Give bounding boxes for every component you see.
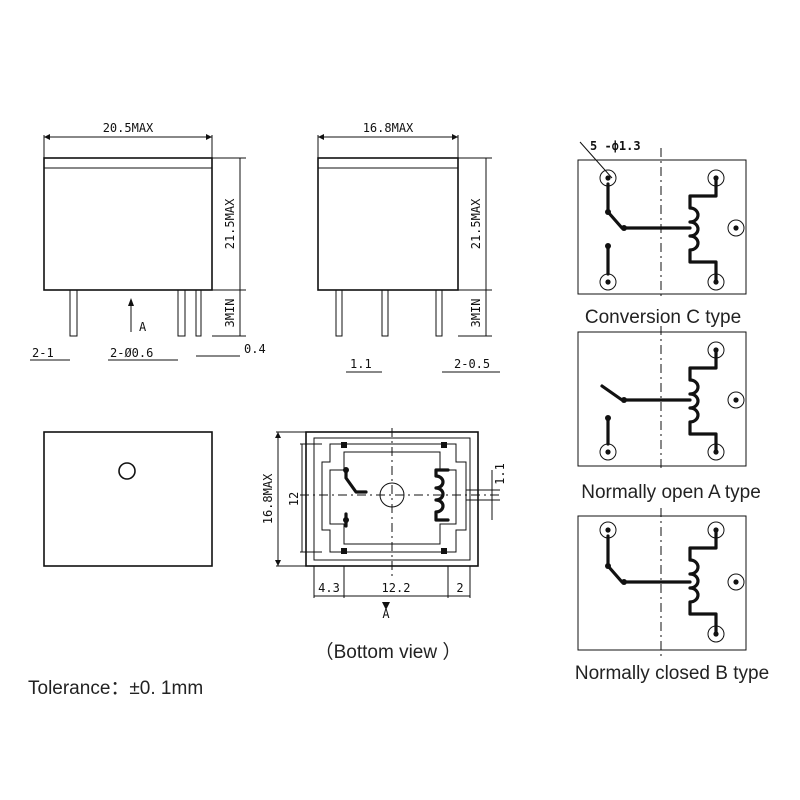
caption-bottom-view: （Bottom view ） [315, 641, 462, 663]
side-view: 16.8MAX 21.5MAX 3MIN 1.1 2-0.5 [317, 121, 500, 373]
top-body [43, 431, 213, 567]
side-pin-right [435, 289, 443, 337]
top-view [43, 431, 213, 567]
caption-normally-closed-b: Normally closed B type [575, 663, 769, 684]
bottom-right-gap-label: 2 [456, 581, 463, 595]
bottom-left-gap-label: 4.3 [318, 581, 340, 595]
bottom-height-label: 16.8MAX [261, 473, 275, 524]
schematic-normally-closed-b: Normally closed B type [575, 508, 769, 684]
side-width-label: 16.8MAX [363, 121, 414, 135]
bottom-arrow-label: A [382, 607, 390, 621]
side-body [317, 157, 459, 291]
caption-conversion-c: Conversion C type [585, 307, 741, 328]
front-pin-len-label: 3MIN [223, 299, 237, 328]
front-pin-thk-label: 0.4 [244, 342, 266, 356]
front-pin-count-label: 2-1 [32, 346, 54, 360]
schematic-top-note: 5 -ф1.3 [590, 139, 641, 153]
front-pin-right [195, 289, 202, 337]
side-pin-count-label: 2-0.5 [454, 357, 490, 371]
top-marker-dot [118, 462, 136, 480]
side-pin-len-label: 3MIN [469, 299, 483, 328]
front-pin-dia-label: 2-Ø0.6 [110, 346, 153, 360]
front-view: 20.5MAX 21.5MAX 3MIN A 2-1 2-Ø0.6 0.4 [30, 121, 266, 361]
side-pin-mid [381, 289, 389, 337]
bottom-right-small-label: 1.1 [493, 463, 507, 485]
bottom-span-label: 12.2 [382, 581, 411, 595]
side-pin-left [335, 289, 343, 337]
side-height-label: 21.5MAX [469, 198, 483, 249]
bottom-inner-label: 12 [287, 492, 301, 506]
front-width-label: 20.5MAX [103, 121, 154, 135]
front-body [43, 157, 213, 291]
front-height-label: 21.5MAX [223, 198, 237, 249]
front-pin-left [69, 289, 78, 337]
caption-tolerance: Tolerance：±0. 1mm [28, 678, 203, 699]
bottom-view: 1.1 16.8MAX 12 4.3 12.2 2 A [261, 428, 507, 621]
caption-normally-open-a: Normally open A type [581, 482, 761, 503]
front-arrow-label: A [139, 320, 147, 334]
schematic-normally-open-a: Normally open A type [577, 326, 761, 503]
front-pin-mid [177, 289, 186, 337]
side-pin-w-label: 1.1 [350, 357, 372, 371]
schematic-conversion-c: 5 -ф1.3 Conversion C type [577, 139, 747, 328]
